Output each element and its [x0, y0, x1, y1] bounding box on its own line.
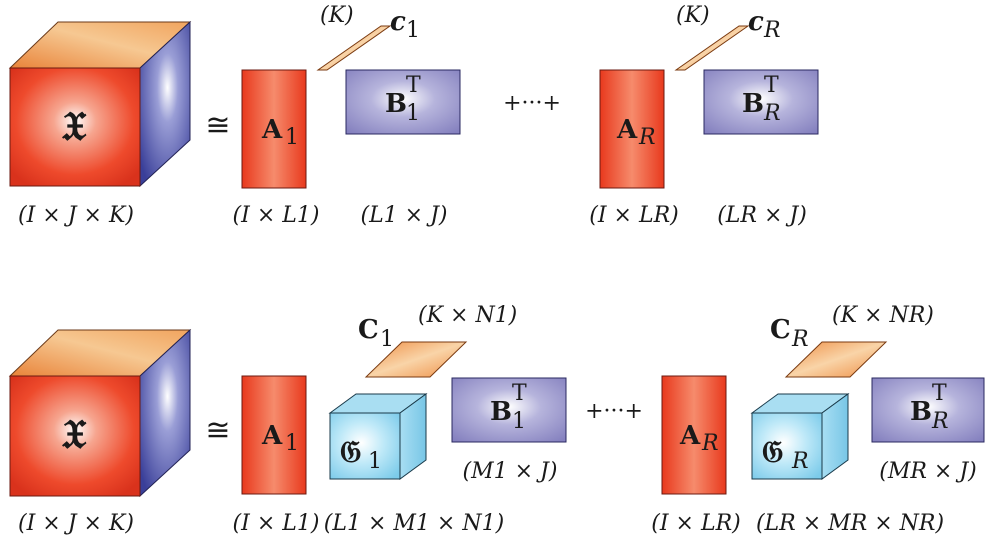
- factor-b1-dims: (M1 × J): [463, 459, 558, 484]
- factor-b1-label: B: [385, 89, 407, 119]
- tensor-x-cube-row2: 𝔛: [8, 328, 192, 498]
- core-gr-label: 𝔊: [762, 435, 783, 470]
- factor-br-label: B: [910, 397, 932, 427]
- factor-a1-sub: 1: [285, 125, 299, 150]
- core-gr-dims: (LR × MR × NR): [756, 511, 944, 536]
- approx-symbol: ≅: [205, 108, 230, 143]
- factor-br-sup: T: [932, 381, 947, 406]
- core-gr-cube: [750, 393, 850, 480]
- factor-a1-dims: (I × L1): [233, 511, 320, 536]
- factor-c1-sub: 1: [380, 327, 394, 352]
- factor-cr-slab: [784, 341, 888, 378]
- factor-br: [871, 377, 985, 443]
- vector-cr-label: c: [748, 7, 764, 37]
- factor-br-label: B: [742, 89, 764, 119]
- factor-b1-label: B: [490, 397, 512, 427]
- factor-a1-label: A: [261, 115, 283, 145]
- factor-ar-dims: (I × LR): [651, 511, 740, 536]
- factor-b1: [451, 377, 567, 443]
- plus-dots: +···+: [585, 399, 643, 424]
- core-g1-dims: (L1 × M1 × N1): [324, 511, 504, 536]
- core-front-face: [329, 412, 401, 480]
- factor-c1-slab: [364, 341, 468, 378]
- factor-br-sup: T: [764, 73, 779, 98]
- factor-ar-sub: R: [701, 431, 719, 456]
- factor-cr-sub: R: [791, 327, 809, 352]
- vector-c1: [316, 25, 392, 71]
- factor-br-sub: R: [763, 101, 781, 126]
- plus-dots: +···+: [503, 91, 561, 116]
- vector-cr-sub: R: [763, 18, 781, 43]
- factor-a1: [241, 375, 307, 495]
- core-front-face: [751, 412, 823, 480]
- core-gr-sub: R: [791, 449, 809, 474]
- factor-b1-sup: T: [406, 73, 421, 98]
- factor-cr-label: C: [770, 315, 791, 345]
- approx-symbol: ≅: [205, 413, 230, 448]
- vector-c1-label: c: [390, 7, 406, 37]
- factor-ar: [599, 69, 665, 189]
- tensor-symbol: 𝔛: [62, 411, 87, 458]
- factor-a1-dims: (I × L1): [233, 203, 320, 228]
- core-g1-label: 𝔊: [340, 435, 361, 470]
- factor-br-dims: (LR × J): [717, 203, 807, 228]
- factor-b1-sub: 1: [406, 101, 420, 126]
- factor-br-sub: R: [931, 409, 949, 434]
- factor-c1-dims: (K × N1): [418, 303, 517, 328]
- tensor-front-face: [9, 67, 141, 187]
- vector-cr-dim: (K): [676, 3, 710, 28]
- vector-cr: [674, 25, 750, 71]
- tensor-dims: (I × J × K): [18, 511, 134, 536]
- tensor-front-face: [9, 375, 141, 497]
- factor-a1-sub: 1: [285, 431, 299, 456]
- factor-ar-label: A: [616, 115, 638, 145]
- tensor-symbol: 𝔛: [62, 103, 87, 150]
- core-g1-sub: 1: [368, 449, 382, 474]
- factor-br-dims: (MR × J): [879, 459, 977, 484]
- core-g1-cube: [328, 393, 428, 480]
- vector-c1-dim: (K): [320, 3, 354, 28]
- factor-b1-sup: T: [512, 381, 527, 406]
- factor-b1-sub: 1: [512, 409, 526, 434]
- factor-a1-label: A: [261, 421, 283, 451]
- factor-b1-dims: (L1 × J): [360, 203, 447, 228]
- vector-c1-sub: 1: [406, 18, 420, 43]
- factor-c1-label: C: [358, 315, 379, 345]
- factor-br: [703, 69, 819, 135]
- factor-ar: [661, 375, 727, 495]
- factor-ar-label: A: [679, 421, 701, 451]
- factor-cr-dims: (K × NR): [832, 303, 934, 328]
- tensor-x-cube-row1: 𝔛: [8, 20, 192, 188]
- factor-ar-sub: R: [638, 125, 656, 150]
- factor-ar-dims: (I × LR): [589, 203, 678, 228]
- tensor-dims: (I × J × K): [18, 203, 134, 228]
- factor-b1: [345, 69, 461, 135]
- factor-a1: [241, 69, 307, 189]
